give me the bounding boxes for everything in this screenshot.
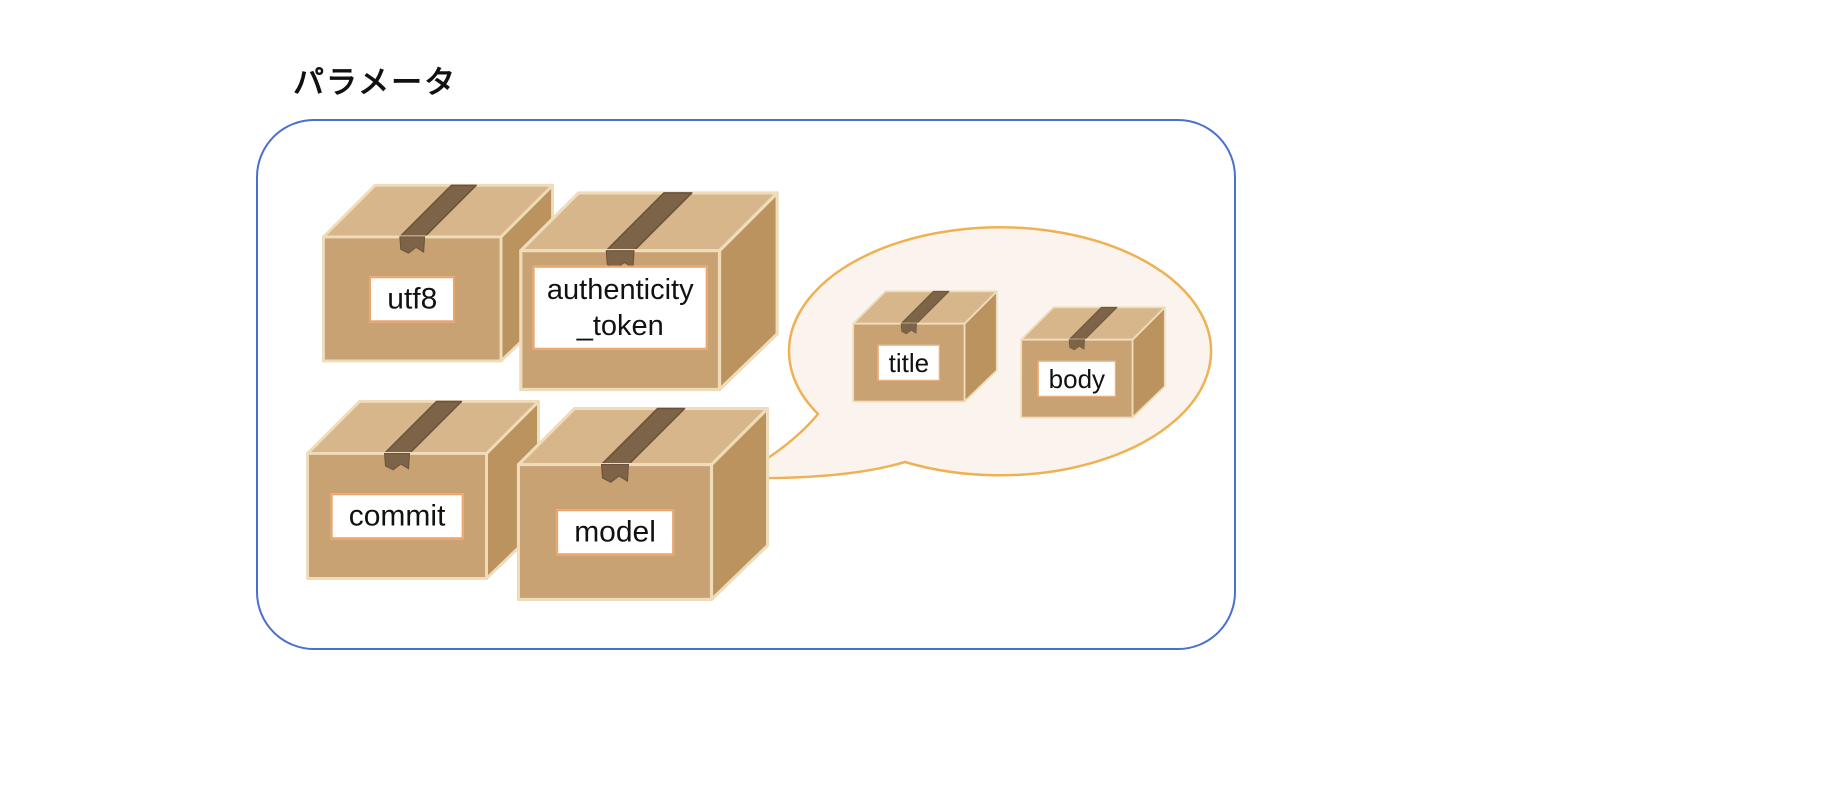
box-title-label: title [877, 344, 941, 381]
diagram-title: パラメータ [293, 65, 458, 100]
box-body-label: body [1037, 360, 1117, 397]
box-utf8: utf8 [312, 172, 564, 369]
box-authenticity-token: authenticity _token [508, 178, 790, 398]
parameters-container-outline [256, 119, 1236, 650]
box-authenticity-token-label: authenticity _token [532, 265, 708, 351]
box-body: body [1014, 299, 1172, 422]
box-model: model [506, 394, 780, 608]
box-title: title [846, 283, 1004, 406]
cardboard-box-icon [506, 394, 780, 608]
box-commit-label: commit [330, 493, 464, 539]
box-commit: commit [296, 388, 550, 586]
box-utf8-label: utf8 [369, 276, 456, 322]
box-model-label: model [556, 509, 674, 555]
